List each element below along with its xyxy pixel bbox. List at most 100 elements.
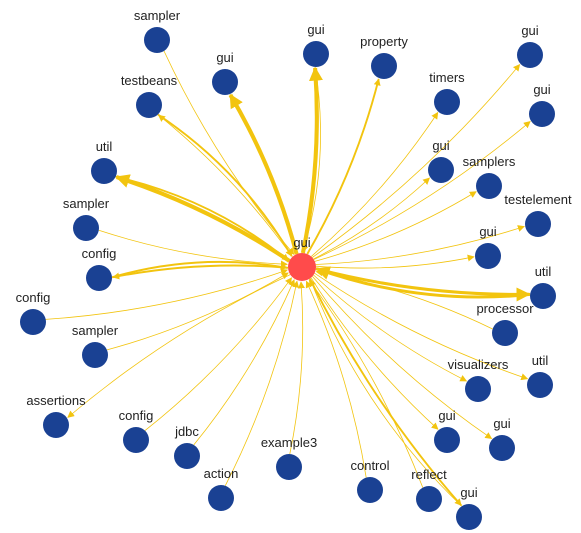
node-n3[interactable]: gui (303, 22, 329, 67)
node-n31[interactable]: gui (456, 485, 482, 530)
node-n12[interactable]: testelement (504, 192, 572, 237)
node-n15[interactable]: config (82, 246, 117, 291)
node-label: gui (293, 235, 310, 250)
node-label: sampler (72, 323, 119, 338)
node-circle[interactable] (174, 443, 200, 469)
node-n9[interactable]: util (91, 139, 117, 184)
edge-n18-in (315, 269, 493, 330)
node-n16[interactable]: util (530, 264, 556, 309)
node-circle[interactable] (208, 485, 234, 511)
nodes-layer: sampler gui gui property gui testbeans timers g… (16, 8, 572, 530)
node-circle[interactable] (123, 427, 149, 453)
node-label: timers (429, 70, 465, 85)
node-circle[interactable] (288, 253, 316, 281)
node-n8[interactable]: gui (529, 82, 555, 127)
edge-n20-out (313, 274, 468, 382)
edge-n2-out (228, 93, 299, 255)
node-n14[interactable]: gui (475, 224, 501, 269)
node-circle[interactable] (489, 435, 515, 461)
edge-n22-out (67, 274, 291, 418)
node-n27[interactable]: gui (489, 416, 515, 461)
node-n10[interactable]: gui (428, 138, 454, 183)
node-n24[interactable]: jdbc (174, 424, 200, 469)
node-label: example3 (261, 435, 317, 450)
node-circle[interactable] (530, 283, 556, 309)
node-n6[interactable]: testbeans (121, 73, 178, 118)
edge-n28-in (305, 280, 367, 478)
edge-n17-in (45, 268, 288, 320)
node-circle[interactable] (212, 69, 238, 95)
node-label: visualizers (448, 357, 509, 372)
node-n17[interactable]: config (16, 290, 51, 335)
node-n2[interactable]: gui (212, 50, 238, 95)
edge-n13-in (98, 229, 288, 268)
node-label: gui (493, 416, 510, 431)
edge-n25-in (289, 281, 305, 455)
edge-n26-out (310, 277, 439, 430)
edge-n6-out (158, 114, 293, 258)
node-circle[interactable] (527, 372, 553, 398)
edge-n24-in (193, 279, 295, 446)
node-label: testbeans (121, 73, 178, 88)
node-n5[interactable]: gui (517, 23, 543, 68)
node-n23[interactable]: config (119, 408, 154, 453)
node-circle[interactable] (476, 173, 502, 199)
node-circle[interactable] (86, 265, 112, 291)
node-circle[interactable] (43, 412, 69, 438)
node-circle[interactable] (492, 320, 518, 346)
edge-n14-out (315, 254, 475, 269)
edge-n8-out (313, 121, 531, 260)
edge-n9-out (115, 174, 291, 263)
node-circle[interactable] (434, 89, 460, 115)
edge-n31-out (308, 278, 462, 507)
node-circle[interactable] (303, 41, 329, 67)
node-n1[interactable]: sampler (134, 8, 181, 53)
node-n26[interactable]: gui (434, 408, 460, 453)
edge-n10-out (313, 177, 431, 260)
node-n7[interactable]: timers (429, 70, 465, 115)
node-circle[interactable] (136, 92, 162, 118)
edge-n12-out (315, 225, 525, 265)
node-label: util (535, 264, 552, 279)
node-circle[interactable] (371, 53, 397, 79)
edge-n16-out (315, 267, 531, 302)
node-circle[interactable] (357, 477, 383, 503)
node-circle[interactable] (456, 504, 482, 530)
node-label: gui (438, 408, 455, 423)
node-n25[interactable]: example3 (261, 435, 317, 480)
edge-n19-in (106, 272, 289, 351)
node-n11[interactable]: samplers (463, 154, 516, 199)
node-circle[interactable] (416, 486, 442, 512)
edge-n27-out (312, 276, 493, 439)
edge-n15-in (111, 260, 288, 279)
node-n22[interactable]: assertions (26, 393, 86, 438)
node-circle[interactable] (144, 27, 170, 53)
node-center[interactable]: gui (288, 235, 316, 281)
node-circle[interactable] (428, 157, 454, 183)
node-n21[interactable]: util (527, 353, 553, 398)
node-n30[interactable]: action (204, 466, 239, 511)
node-circle[interactable] (517, 42, 543, 68)
node-n29[interactable]: reflect (411, 467, 447, 512)
node-circle[interactable] (73, 215, 99, 241)
node-circle[interactable] (276, 454, 302, 480)
node-n13[interactable]: sampler (63, 196, 110, 241)
node-n20[interactable]: visualizers (448, 357, 509, 402)
node-label: gui (460, 485, 477, 500)
edge-n7-out (310, 111, 439, 257)
node-circle[interactable] (465, 376, 491, 402)
edge-n9-in (115, 175, 290, 262)
node-n18[interactable]: processor (476, 301, 534, 346)
node-circle[interactable] (20, 309, 46, 335)
node-label: jdbc (174, 424, 199, 439)
node-n4[interactable]: property (360, 34, 408, 79)
node-n19[interactable]: sampler (72, 323, 119, 368)
node-circle[interactable] (82, 342, 108, 368)
node-circle[interactable] (91, 158, 117, 184)
node-label: processor (476, 301, 534, 316)
node-circle[interactable] (525, 211, 551, 237)
node-circle[interactable] (434, 427, 460, 453)
node-circle[interactable] (529, 101, 555, 127)
node-circle[interactable] (475, 243, 501, 269)
node-n28[interactable]: control (350, 458, 390, 503)
